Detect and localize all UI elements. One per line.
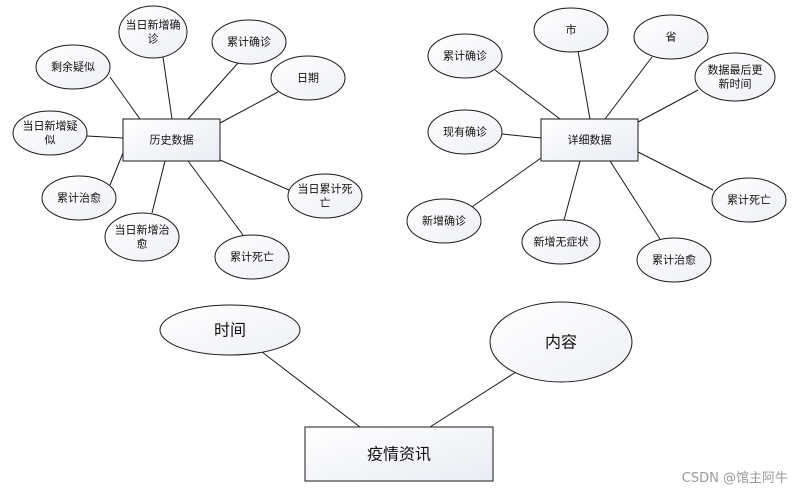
attribute-label: 新增无症状 bbox=[534, 235, 589, 249]
attribute-ellipse bbox=[406, 198, 482, 244]
attribute-ellipse bbox=[35, 44, 111, 90]
attribute-ellipse bbox=[270, 55, 346, 101]
attribute-label: 累计确诊 bbox=[443, 49, 487, 63]
attribute-ellipse bbox=[211, 19, 287, 65]
attribute-label: 当日新增治 bbox=[115, 223, 170, 237]
entity-label: 历史数据 bbox=[150, 133, 194, 147]
connector-history-h4 bbox=[219, 91, 279, 124]
attribute-d6: 累计死亡 bbox=[711, 177, 787, 223]
attribute-label: 省 bbox=[666, 31, 677, 44]
attribute-ellipse bbox=[159, 304, 301, 356]
attribute-label: 剩余疑似 bbox=[51, 60, 95, 74]
attribute-ellipse bbox=[41, 175, 117, 221]
attribute-h9: 累计死亡 bbox=[214, 234, 290, 280]
attribute-label: 当日新增疑 bbox=[23, 119, 78, 133]
watermark: CSDN @馆主阿牛 bbox=[681, 471, 788, 486]
attribute-label: 当日累计死 bbox=[298, 182, 353, 196]
attribute-label: 似 bbox=[45, 133, 56, 146]
attribute-label: 愈 bbox=[137, 236, 148, 250]
connector-history-h6 bbox=[109, 152, 124, 186]
attribute-h3: 剩余疑似 bbox=[35, 44, 111, 90]
entity-label: 疫情资讯 bbox=[367, 445, 431, 464]
attribute-ellipse bbox=[489, 301, 633, 383]
attribute-ellipse bbox=[427, 33, 503, 79]
connector-lines bbox=[86, 50, 714, 428]
entity-detail: 详细数据 bbox=[540, 118, 639, 162]
entity-label: 详细数据 bbox=[568, 133, 612, 147]
attribute-ellipse bbox=[533, 7, 609, 53]
attribute-ellipse bbox=[636, 237, 712, 283]
connector-history-h8 bbox=[151, 160, 166, 214]
attribute-label: 时间 bbox=[214, 321, 246, 340]
attribute-label: 现有确诊 bbox=[443, 125, 487, 139]
attribute-h4: 日期 bbox=[270, 55, 346, 101]
attribute-ellipse bbox=[633, 14, 709, 60]
attribute-d2: 省 bbox=[633, 14, 709, 60]
connector-detail-d9 bbox=[609, 160, 661, 240]
attribute-ellipse bbox=[104, 212, 180, 262]
attribute-label: 诊 bbox=[148, 31, 159, 45]
connector-detail-d6 bbox=[637, 151, 714, 191]
entity-box bbox=[540, 118, 639, 162]
attribute-label: 累计死亡 bbox=[230, 250, 274, 264]
attribute-ellipse bbox=[118, 5, 188, 59]
attribute-label: 亡 bbox=[320, 195, 331, 209]
connector-history-h3 bbox=[109, 76, 141, 120]
entity-history: 历史数据 bbox=[122, 118, 221, 162]
connector-history-h1 bbox=[162, 56, 173, 120]
attribute-d8: 新增无症状 bbox=[521, 219, 601, 265]
connector-detail-d4 bbox=[637, 89, 699, 123]
attribute-d9: 累计治愈 bbox=[636, 237, 712, 283]
attribute-n2: 内容 bbox=[489, 301, 633, 383]
attribute-label: 日期 bbox=[297, 72, 319, 85]
connector-history-h2 bbox=[187, 62, 239, 120]
attribute-d3: 累计确诊 bbox=[427, 33, 503, 79]
attribute-d7: 新增确诊 bbox=[406, 198, 482, 244]
entity-box bbox=[122, 118, 221, 162]
attribute-label: 内容 bbox=[545, 333, 577, 352]
connector-news-n2 bbox=[429, 371, 517, 428]
connector-detail-d3 bbox=[494, 69, 561, 120]
attribute-label: 累计治愈 bbox=[652, 253, 696, 267]
attribute-ellipse bbox=[711, 177, 787, 223]
attribute-label: 累计确诊 bbox=[227, 35, 271, 49]
attribute-ellipse bbox=[521, 219, 601, 265]
connector-detail-d2 bbox=[604, 56, 653, 120]
connector-history-h9 bbox=[187, 160, 244, 236]
attribute-h2: 累计确诊 bbox=[211, 19, 287, 65]
attribute-label: 市 bbox=[566, 23, 577, 37]
attribute-label: 新时间 bbox=[719, 76, 752, 90]
attribute-ellipse bbox=[427, 109, 503, 155]
attribute-d5: 现有确诊 bbox=[427, 109, 503, 155]
connector-history-h5 bbox=[86, 135, 124, 139]
connector-detail-d8 bbox=[563, 160, 581, 221]
attribute-h6: 累计治愈 bbox=[41, 175, 117, 221]
connector-detail-d7 bbox=[471, 157, 542, 208]
entity-news: 疫情资讯 bbox=[304, 426, 494, 482]
connector-detail-d1 bbox=[577, 50, 591, 120]
attribute-n1: 时间 bbox=[159, 304, 301, 356]
attribute-ellipse bbox=[287, 173, 363, 219]
connector-news-n1 bbox=[261, 351, 361, 428]
entity-box bbox=[304, 426, 494, 482]
attribute-ellipse bbox=[694, 52, 776, 102]
attribute-label: 新增确诊 bbox=[422, 214, 466, 228]
attribute-label: 累计死亡 bbox=[727, 193, 771, 207]
attribute-label: 当日新增确 bbox=[126, 18, 181, 32]
diagram-nodes: 当日新增确诊累计确诊剩余疑似日期当日新增疑似累计治愈当日累计死亡当日新增治愈累计… bbox=[12, 5, 787, 482]
connector-detail-d5 bbox=[501, 133, 542, 139]
attribute-d1: 市 bbox=[533, 7, 609, 53]
attribute-label: 数据最后更 bbox=[708, 63, 763, 77]
attribute-ellipse bbox=[214, 234, 290, 280]
attribute-ellipse bbox=[12, 110, 88, 156]
connector-history-h7 bbox=[219, 159, 290, 191]
attribute-label: 累计治愈 bbox=[57, 191, 101, 205]
